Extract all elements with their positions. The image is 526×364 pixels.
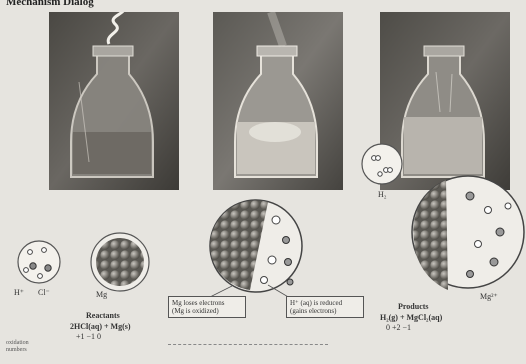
products-title: Products [398,302,429,311]
reduction-callout: H⁺ (aq) is reduced (gains electrons) [286,296,364,318]
oxidation-numbers-note: oxidation numbers [6,340,29,354]
reduction-callout-line-1: H⁺ (aq) is reduced [290,299,360,307]
h2-gas-view [362,144,402,184]
products-zoom-view [412,176,524,290]
products-oxidation-values: 0 +2 −1 [386,323,411,332]
oxidation-callout-line-1: Mg loses electrons [172,299,242,307]
reaction-zoom-view [210,200,302,292]
oxidation-numbers-note-line-1: oxidation [6,340,29,347]
mg-label: Mg [96,290,107,299]
reactants-oxidation-values: +1 −1 0 [76,332,101,341]
reduction-callout-line-2: (gains electrons) [290,307,360,315]
oxidation-callout-line-2: (Mg is oxidized) [172,307,242,315]
h2-label: H₂ [378,190,387,199]
cl-minus-label: Cl⁻ [38,288,50,297]
reactants-equation: 2HCl(aq) + Mg(s) [70,322,131,331]
mg-solid-view [91,233,149,291]
divider-rule [168,344,328,345]
oxidation-numbers-note-line-2: numbers [6,347,29,354]
reactants-title: Reactants [86,311,120,320]
hcl-solution-view [18,241,60,283]
mg-ion-label: Mg²⁺ [480,292,498,301]
products-equation: H₂(g) + MgCl₂(aq) [380,313,442,322]
oxidation-callout: Mg loses electrons (Mg is oxidized) [168,296,246,318]
h-plus-label: H⁺ [14,288,24,297]
